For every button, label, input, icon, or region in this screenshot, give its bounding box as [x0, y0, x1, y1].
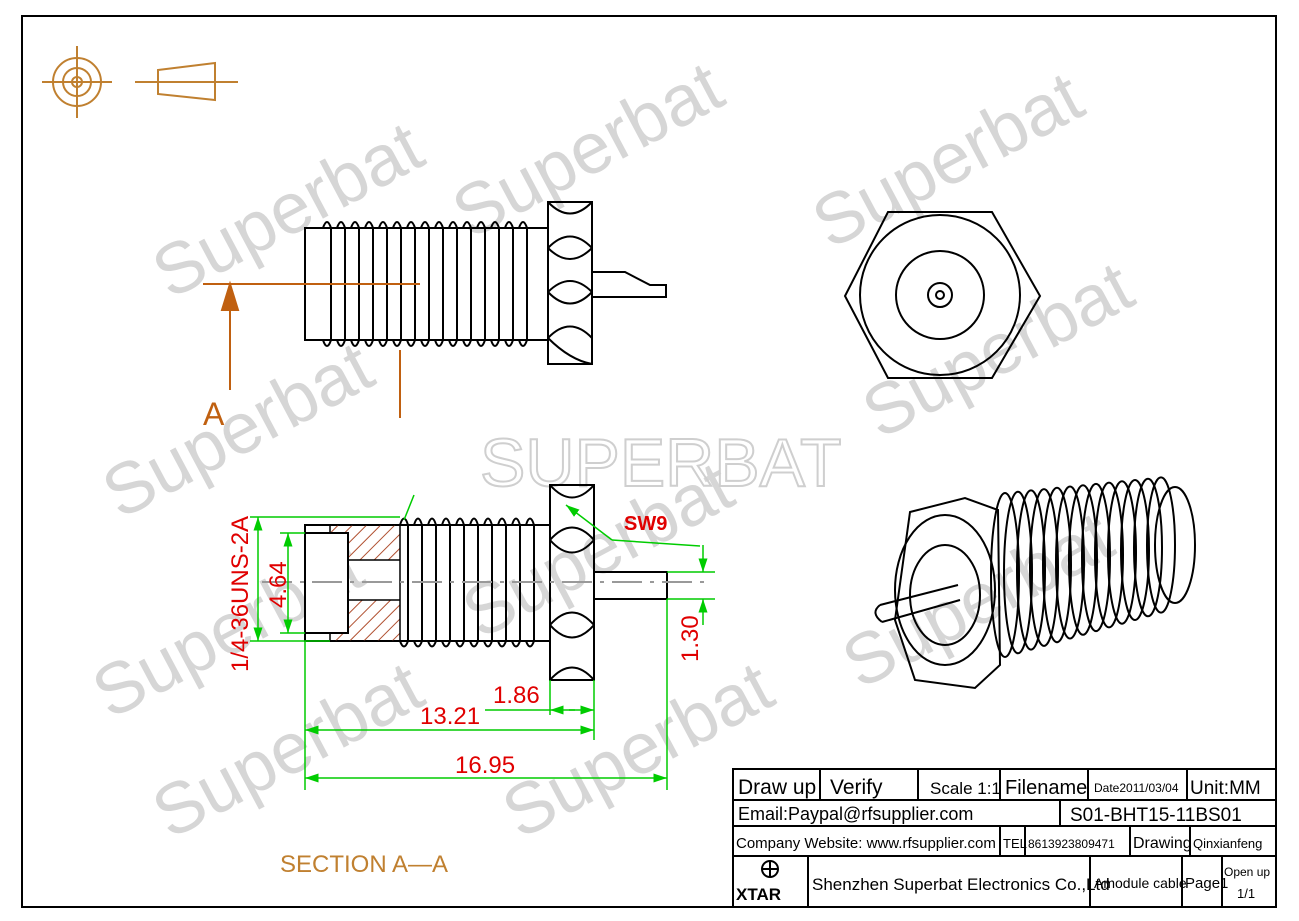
dim-wrench: SW9 — [624, 513, 667, 535]
tb-tel: 8613923809471 — [1028, 837, 1115, 851]
watermark-text: Superbat — [800, 56, 1096, 264]
section-marker — [203, 280, 420, 418]
xtar-logo-icon: XTAR — [736, 860, 781, 904]
tb-open-up: Open up — [1224, 865, 1270, 879]
projection-symbol-icon — [42, 46, 238, 118]
title-block-text: Draw up Verify Scale 1:1 Filename Date20… — [736, 776, 1270, 904]
tb-drawer: Qinxianfeng — [1193, 836, 1262, 851]
tb-draw-up: Draw up — [738, 776, 816, 799]
tb-tel-label: TEL — [1003, 836, 1027, 851]
drawing-frame — [21, 15, 1277, 908]
tb-scale: Scale 1:1 — [930, 779, 1001, 798]
tb-company: Shenzhen Superbat Electronics Co.,Ltd — [812, 875, 1110, 894]
tb-date: Date2011/03/04 — [1094, 781, 1179, 795]
tb-verify: Verify — [830, 776, 883, 799]
dim-flange: 1.86 — [493, 682, 540, 709]
dim-total-len: 16.95 — [455, 752, 515, 779]
front-view — [843, 211, 1042, 379]
title-block — [732, 768, 1277, 908]
tb-unit: Unit:MM — [1190, 778, 1261, 799]
dimension-lines — [250, 494, 715, 790]
dim-pin-dia: 1.30 — [677, 615, 704, 662]
watermark: Superbat Superbat Superbat Superbat Supe… — [80, 46, 1146, 854]
tb-page: Page1 — [1185, 875, 1228, 892]
tb-logo-text: XTAR — [736, 885, 781, 904]
dim-body-len: 13.21 — [420, 703, 480, 730]
dim-thread: 1/4-36UNS-2A — [227, 516, 254, 672]
section-caption: SECTION A—A — [280, 851, 448, 878]
tb-email: Email:Paypal@rfsupplier.com — [738, 804, 973, 824]
watermark-brand: SUPERBAT — [480, 425, 841, 501]
tb-sheet: 1/1 — [1237, 886, 1255, 901]
watermark-text: Superbat — [90, 326, 386, 534]
tb-filename-label: Filename — [1005, 777, 1087, 799]
section-view — [262, 484, 710, 681]
watermark-text: Superbat — [440, 46, 736, 254]
tb-product: Amodule cable — [1094, 875, 1187, 891]
section-marker-label: A — [203, 396, 225, 432]
tb-part-no: S01-BHT15-11BS01 — [1070, 805, 1242, 826]
tb-website: Company Website: www.rfsupplier.com — [736, 835, 996, 852]
dim-inner-dia: 4.64 — [265, 561, 292, 608]
isometric-view — [874, 476, 1196, 690]
tb-drawing-label: Drawing — [1133, 835, 1192, 852]
watermark-text: Superbat — [140, 106, 436, 314]
